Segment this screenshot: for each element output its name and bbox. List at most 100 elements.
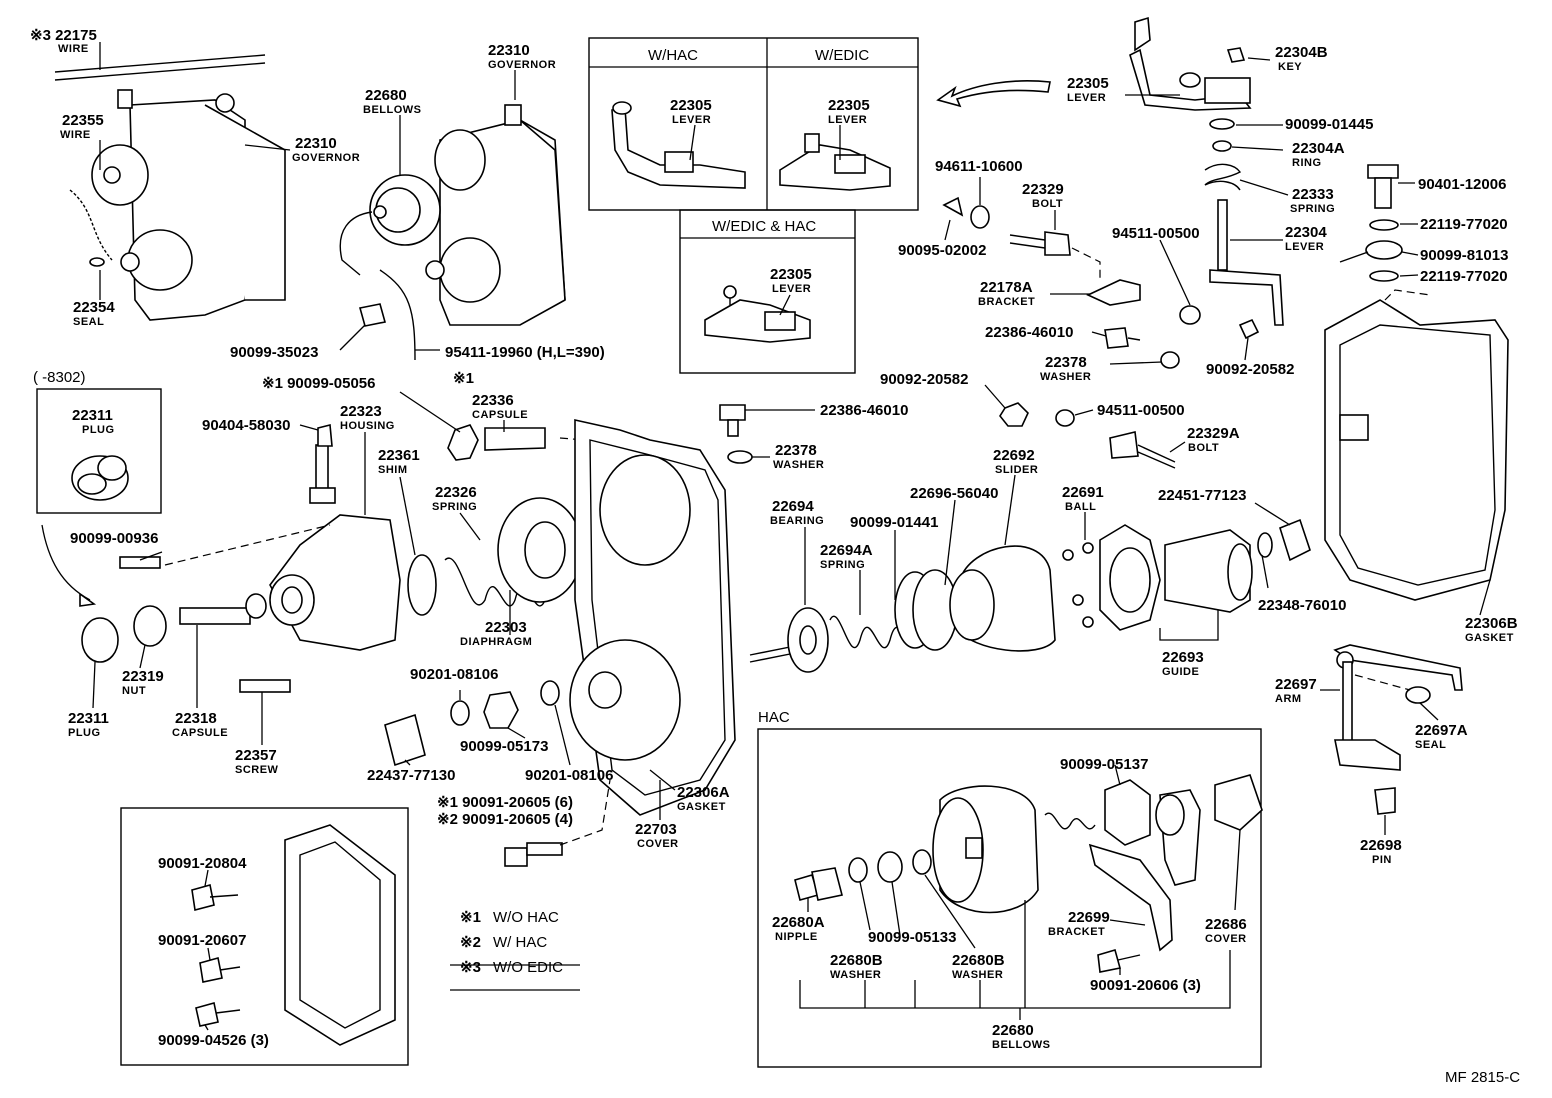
legend-text: W/O EDIC	[493, 959, 563, 976]
callout-number: 22680B	[952, 952, 1005, 969]
callout-name: BELLOWS	[363, 104, 422, 116]
callout-number: 22694A	[820, 542, 873, 559]
callout-number: 22329	[1022, 181, 1064, 198]
callout-number: 22306A	[677, 784, 730, 801]
callout-number: 22694	[772, 498, 814, 515]
callout-number: 22696-56040	[910, 485, 998, 502]
callout-number: 22305	[1067, 75, 1109, 92]
callout-name: CAPSULE	[172, 727, 228, 739]
inset-frame-cover	[120, 807, 409, 1066]
lever-group-top-right	[1129, 16, 1284, 326]
callout-name: LEVER	[828, 114, 867, 126]
star1-mark: ※1	[453, 370, 474, 387]
callout-name: PLUG	[68, 727, 101, 739]
callout-number: 90404-58030	[202, 417, 290, 434]
inset-header-wedic: W/EDIC	[815, 47, 869, 64]
callout-name: BELLOWS	[992, 1039, 1051, 1051]
inset-boxes	[36, 37, 1262, 1068]
callout-name: WIRE	[60, 129, 91, 141]
callout-number: 22119-77020	[1420, 216, 1508, 233]
callout-number: 22378	[1045, 354, 1087, 371]
plug-inset-drawing	[71, 455, 129, 501]
callout-number: 22311	[68, 710, 109, 727]
callout-name: BEARING	[770, 515, 824, 527]
callout-number: ※3 22175	[30, 27, 97, 44]
callout-number: 22306B	[1465, 615, 1518, 632]
callout-number: 22319	[122, 668, 164, 685]
callout-number: 22333	[1292, 186, 1334, 203]
callout-number: 22119-77020	[1420, 268, 1508, 285]
callout-name: WIRE	[58, 43, 89, 55]
legend-text: W/ HAC	[493, 934, 547, 951]
callout-number: 22178A	[980, 279, 1033, 296]
housing-assembly-left	[81, 423, 586, 693]
callout-number: 22680	[365, 87, 407, 104]
bolt-bracket-group	[942, 196, 1260, 369]
callout-name: BALL	[1065, 501, 1096, 513]
legend-text: W/O HAC	[493, 909, 559, 926]
callout-number: 90092-20582	[880, 371, 968, 388]
callout-number: 22680B	[830, 952, 883, 969]
serial-range-label: ( -8302)	[33, 369, 86, 386]
callout-number: 22378	[775, 442, 817, 459]
callout-name: RING	[1292, 157, 1322, 169]
fastener-callout-2: ※2 90091-20605 (4)	[437, 811, 573, 828]
callout-name: SPRING	[432, 501, 477, 513]
callout-name: GASKET	[677, 801, 726, 813]
callout-number: 22305	[770, 266, 812, 283]
callout-number: 22680	[992, 1022, 1034, 1039]
callout-number: 22361	[378, 447, 420, 464]
callout-number: 22304A	[1292, 140, 1345, 157]
governor-assembly-left	[54, 54, 286, 321]
callout-number: 22329A	[1187, 425, 1240, 442]
callout-number: 22305	[828, 97, 870, 114]
callout-number: 22304B	[1275, 44, 1328, 61]
leader-lines	[92, 42, 1491, 1031]
callout-number: 94511-00500	[1112, 225, 1200, 242]
callout-number: 22699	[1068, 909, 1110, 926]
inset-frame-edic-hac	[679, 209, 856, 374]
callout-number: 90099-05173	[460, 738, 548, 755]
callout-name: SCREW	[235, 764, 279, 776]
callout-number: 22326	[435, 484, 477, 501]
callout-name: COVER	[1205, 933, 1247, 945]
callout-number: 22310	[295, 135, 337, 152]
callout-number: 22691	[1062, 484, 1104, 501]
inset-lever-drawings	[611, 101, 891, 343]
callout-name: COVER	[637, 838, 679, 850]
callout-number: 22323	[340, 403, 382, 420]
callout-name: DIAPHRAGM	[460, 636, 532, 648]
callout-name: LEVER	[1285, 241, 1324, 253]
callout-number: 90095-02002	[898, 242, 986, 259]
callout-number: 22318	[175, 710, 217, 727]
callout-number: 22698	[1360, 837, 1402, 854]
callout-name: SPRING	[820, 559, 865, 571]
legend-mark: ※3	[460, 959, 481, 976]
center-chain	[749, 402, 1311, 673]
governor-assembly-center	[339, 104, 566, 361]
callout-number: 90401-12006	[1418, 176, 1506, 193]
arm-assembly	[1333, 644, 1463, 815]
callout-number: 94511-00500	[1097, 402, 1185, 419]
callout-number: 90099-05133	[868, 929, 956, 946]
callout-name: BOLT	[1188, 442, 1219, 454]
banjo-bolt-group	[1339, 164, 1403, 282]
figure-code: MF 2815-C	[1445, 1069, 1520, 1086]
callout-name: SEAL	[1415, 739, 1446, 751]
callout-number: 90099-81013	[1420, 247, 1508, 264]
callout-name: BOLT	[1032, 198, 1063, 210]
callout-name: GOVERNOR	[292, 152, 360, 164]
inset-frame-plug	[36, 388, 162, 514]
callout-name: WASHER	[952, 969, 1003, 981]
central-housing	[569, 404, 753, 816]
callout-number: 90091-20606 (3)	[1090, 977, 1201, 994]
callout-number: 22386-46010	[985, 324, 1073, 341]
callout-number: 22697	[1275, 676, 1317, 693]
fastener-callout-1: ※1 90091-20605 (6)	[437, 794, 573, 811]
callout-name: CAPSULE	[472, 409, 528, 421]
callout-name: SPRING	[1290, 203, 1335, 215]
callout-number: 22304	[1285, 224, 1327, 241]
callout-number: 22357	[235, 747, 277, 764]
legend-mark: ※1	[460, 909, 481, 926]
